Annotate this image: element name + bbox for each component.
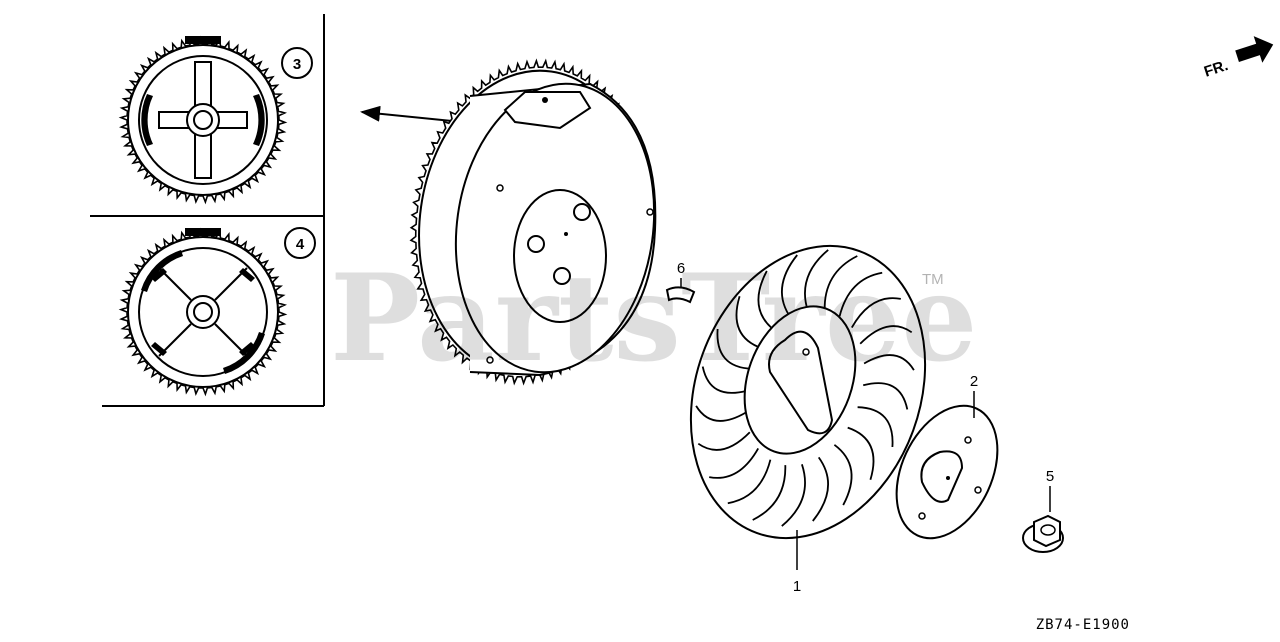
pulley-plate — [895, 404, 999, 540]
diagram-code: ZB74-E1900 — [1036, 617, 1130, 633]
svg-text:2: 2 — [970, 373, 978, 390]
watermark: PartsTree TM — [330, 248, 977, 389]
svg-text:4: 4 — [296, 236, 305, 253]
fan-blade — [695, 405, 747, 422]
svg-text:TM: TM — [922, 271, 944, 288]
callout-3: 3 — [281, 47, 313, 79]
callout-1: 1 — [793, 530, 801, 595]
inset-frame — [90, 14, 325, 407]
svg-text:5: 5 — [1046, 468, 1054, 485]
svg-text:6: 6 — [677, 260, 685, 277]
fan-blade — [701, 366, 748, 394]
fan-blade — [851, 297, 901, 329]
reference-arrow — [360, 105, 463, 123]
woodruff-key — [665, 286, 696, 304]
fan-blade — [781, 254, 798, 320]
fan-blade — [838, 271, 883, 317]
fan-blade — [735, 295, 763, 350]
fan-blade — [863, 354, 915, 371]
svg-text:1: 1 — [793, 578, 801, 595]
callout-6: 6 — [677, 260, 685, 287]
fan-blade — [752, 465, 787, 521]
fan-blade — [709, 447, 759, 479]
flange-nut — [1022, 514, 1064, 553]
fan-blades — [695, 249, 915, 527]
fan-blade — [757, 270, 777, 332]
cooling-fan — [689, 244, 927, 540]
svg-text:3: 3 — [293, 56, 301, 73]
flywheel-inset-3 — [118, 35, 288, 205]
fan-blade — [823, 255, 858, 311]
fan-blade — [697, 431, 751, 451]
fan-blade — [862, 382, 909, 410]
callout-2: 2 — [970, 373, 978, 418]
fan-blade — [857, 406, 894, 448]
callout-5: 5 — [1046, 468, 1054, 512]
fan-blade — [716, 328, 753, 370]
fan-blade — [812, 456, 829, 522]
svg-text:FR.: FR. — [1202, 57, 1230, 81]
flywheel-main — [409, 58, 657, 386]
fan-blade — [833, 444, 853, 506]
fan-blade — [781, 464, 806, 527]
fan-blade — [804, 249, 829, 312]
fan-blade — [727, 459, 772, 505]
front-direction-indicator: FR. — [1202, 36, 1274, 81]
fan-blade — [859, 325, 913, 345]
fan-blade — [847, 426, 875, 481]
front-arrow-icon — [1235, 36, 1274, 63]
svg-text:PartsTree: PartsTree — [330, 248, 977, 389]
flywheel-inset-4 — [118, 227, 288, 397]
callout-4: 4 — [284, 227, 316, 259]
